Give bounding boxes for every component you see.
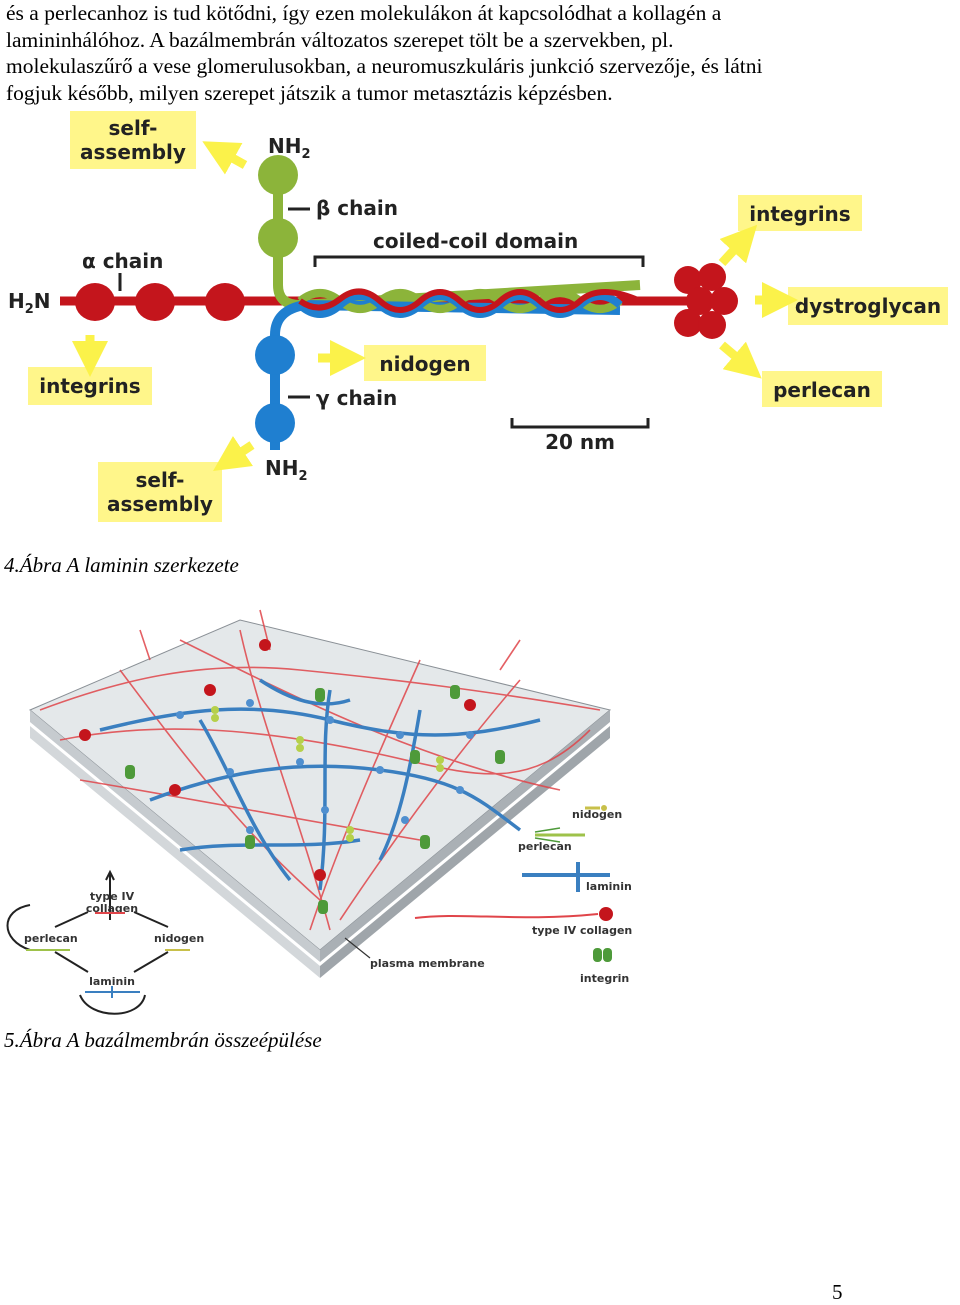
type-iv-collagen-heads (79, 639, 476, 881)
coiled-coil-label: coiled-coil domain (373, 229, 578, 253)
scale-label: 20 nm (545, 430, 615, 454)
legend-integrin-label: integrin (580, 972, 629, 985)
self-assembly-bottom-label: self- (136, 468, 185, 492)
self-assembly-bottom-label-2: assembly (107, 492, 213, 516)
paragraph-line: molekulaszűrő a vese glomerulusokban, a … (6, 54, 763, 78)
binding-arrows (72, 141, 798, 471)
self-assembly-top-label-2: assembly (80, 140, 186, 164)
integrins-right-label: integrins (749, 202, 850, 226)
perlecan-beads (211, 706, 444, 842)
perlecan-label: perlecan (773, 378, 871, 402)
beta-chain-label: β chain (316, 196, 398, 220)
cycle-type-iv-label: type IV (90, 890, 135, 903)
coiled-coil-helix (297, 288, 642, 318)
laminin-beads (176, 699, 474, 834)
body-paragraph: és a perlecanhoz is tud kötődni, így eze… (6, 0, 936, 106)
dystroglycan-label: dystroglycan (795, 294, 941, 318)
figure-5-caption: 5.Ábra A bazálmembrán összeépülése (4, 1028, 322, 1052)
alpha-chain-label: α chain (82, 249, 163, 273)
legend-type-iv-collagen-label: type IV collagen (532, 924, 632, 937)
page-number: 5 (832, 1280, 843, 1304)
cycle-nidogen-label: nidogen (154, 932, 204, 945)
assembly-cycle (6, 869, 169, 1015)
laminin-structure-figure: self- assembly NH2 β chain coiled-coil d… (8, 111, 948, 522)
self-assembly-top-label: self- (109, 116, 158, 140)
paragraph-line: és a perlecanhoz is tud kötődni, így eze… (6, 1, 722, 25)
coiled-coil-bracket (313, 255, 645, 267)
h2n-label: H2N (8, 289, 51, 317)
nh2-bottom-label: NH2 (265, 456, 308, 484)
legend-nidogen-label: nidogen (572, 808, 622, 821)
paragraph-line: lamininhálóhoz. A bazálmembrán változato… (6, 27, 674, 52)
cycle-perlecan-label: perlecan (24, 932, 78, 945)
gamma-chain-label: γ chain (316, 386, 397, 410)
plasma-membrane-slab (29, 619, 612, 978)
figure-4-caption: 4.Ábra A laminin szerkezete (4, 553, 239, 577)
legend-perlecan-label: perlecan (518, 840, 572, 853)
nh2-top-label: NH2 (268, 134, 311, 162)
cycle-laminin-label: laminin (89, 975, 135, 988)
plasma-membrane-label: plasma membrane (370, 957, 485, 970)
paragraph-line: fogjuk később, milyen szerepet játszik a… (6, 80, 613, 105)
scale-bar (510, 418, 650, 429)
figure2-legend: nidogen perlecan laminin type IV collage… (414, 805, 632, 985)
integrins-left-label: integrins (39, 374, 140, 398)
cycle-collagen-label: collagen (86, 902, 138, 915)
legend-laminin-label: laminin (586, 880, 632, 893)
integrins (125, 685, 505, 914)
basement-membrane-figure: plasma membrane nidogen perlecan laminin… (6, 609, 632, 1015)
nidogen-label: nidogen (379, 352, 470, 376)
